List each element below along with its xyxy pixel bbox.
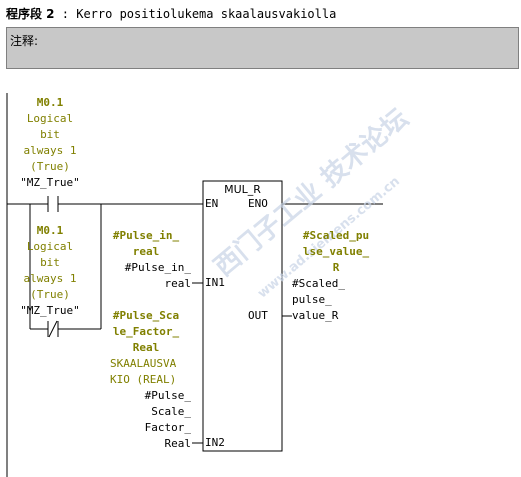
out-value-line: value_R <box>292 309 339 322</box>
in1-param-name[interactable]: #Pulse_in_ real <box>110 228 182 260</box>
out-value-line: #Scaled_ <box>292 277 345 290</box>
contact1-comment-line: Logical <box>26 112 74 125</box>
network-comment-box[interactable]: 注释: <box>6 27 519 69</box>
contact2-comment-line: (True) <box>30 288 70 301</box>
in2-name-line: Real <box>132 341 160 354</box>
contact2-address: M0.1 <box>36 224 64 237</box>
in2-param-comment: SKAALAUSVA KIO (REAL) <box>110 356 176 388</box>
contact2-comment-line: bit <box>40 256 60 269</box>
in2-value-line: Real <box>164 437 192 450</box>
contact2-symbol-label: "MZ_True" <box>20 304 80 317</box>
contact1-comment-line: bit <box>40 128 60 141</box>
pin-en: EN <box>205 197 219 210</box>
in1-param-value[interactable]: #Pulse_in_ real <box>100 260 191 292</box>
in2-name-line: le_Factor_ <box>112 325 180 338</box>
contact2-comment-line: Logical <box>26 240 74 253</box>
network-separator: : <box>61 7 69 21</box>
in2-param-name[interactable]: #Pulse_Sca le_Factor_ Real <box>108 308 184 356</box>
in2-param-value[interactable]: #Pulse_ Scale_ Factor_ Real <box>100 388 191 452</box>
contact1-comment-line: (True) <box>30 160 70 173</box>
in2-value-line: Scale_ <box>151 405 191 418</box>
contact1-labels[interactable]: M0.1 Logical bit always 1 (True) <box>10 95 90 175</box>
contact1-comment-line: always 1 <box>23 144 77 157</box>
contact2-symbol[interactable] <box>47 320 59 338</box>
in2-value-line: Factor_ <box>144 421 191 434</box>
contact1-symbol-label: "MZ_True" <box>20 176 80 189</box>
contact2-comment-line: always 1 <box>23 272 77 285</box>
out-param-name[interactable]: #Scaled_pu lse_value_ R <box>296 228 376 276</box>
out-name-line: #Scaled_pu <box>302 229 370 242</box>
out-value-line: pulse_ <box>292 293 332 306</box>
out-param-value[interactable]: #Scaled_ pulse_ value_R <box>292 276 345 324</box>
pin-eno: ENO <box>248 197 268 210</box>
in2-comment-line: SKAALAUSVA <box>110 357 177 370</box>
block-name[interactable]: MUL_R <box>224 183 261 196</box>
comment-label: 注释: <box>10 34 39 48</box>
contact1-address: M0.1 <box>36 96 64 109</box>
pin-in2: IN2 <box>205 436 225 449</box>
in1-value-line: real <box>164 277 192 290</box>
in2-value-line: #Pulse_ <box>144 389 191 402</box>
in2-name-line: #Pulse_Sca <box>112 309 180 322</box>
out-name-line: R <box>332 261 340 274</box>
out-name-line: lse_value_ <box>302 245 370 258</box>
network-label: 程序段 2 <box>6 7 55 21</box>
network-title-text[interactable]: Kerro positiolukema skaalausvakiolla <box>76 7 337 21</box>
pin-out: OUT <box>248 309 268 322</box>
contact1-symbol[interactable] <box>47 196 59 212</box>
in1-name-line: real <box>132 245 160 258</box>
network-title: 程序段 2 : Kerro positiolukema skaalausvaki… <box>6 5 336 22</box>
in1-value-line: #Pulse_in_ <box>124 261 191 274</box>
in2-comment-line: KIO (REAL) <box>110 373 177 386</box>
contact2-labels[interactable]: M0.1 Logical bit always 1 (True) <box>10 223 90 303</box>
pin-in1: IN1 <box>205 276 225 289</box>
in1-name-line: #Pulse_in_ <box>112 229 180 242</box>
